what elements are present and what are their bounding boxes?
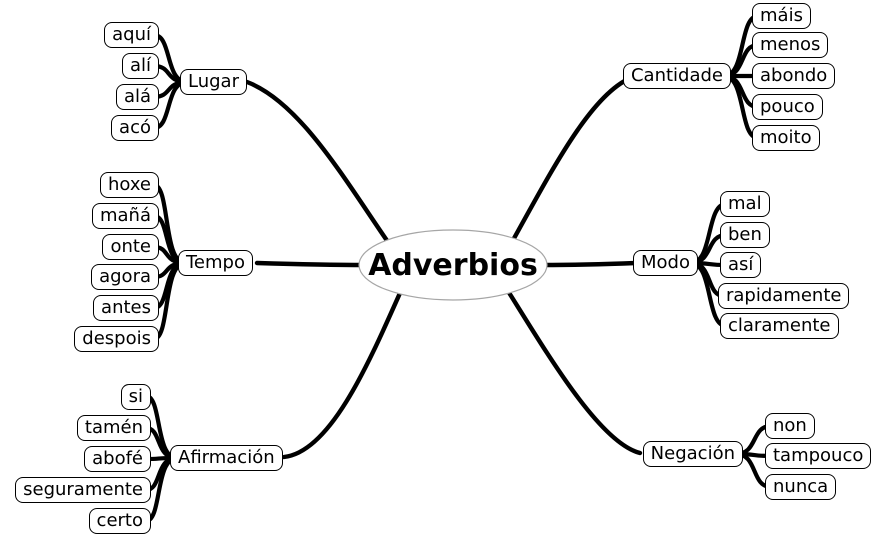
node-claramente[interactable]: claramente bbox=[720, 313, 839, 339]
node-asi[interactable]: así bbox=[720, 252, 762, 278]
node-ala[interactable]: alá bbox=[115, 84, 159, 110]
node-ali[interactable]: alí bbox=[121, 53, 159, 79]
node-despois[interactable]: despois bbox=[74, 326, 159, 352]
node-ben[interactable]: ben bbox=[720, 222, 770, 248]
node-seguramente[interactable]: seguramente bbox=[15, 477, 151, 503]
node-tampouco[interactable]: tampouco bbox=[765, 443, 872, 469]
node-antes[interactable]: antes bbox=[93, 295, 159, 321]
node-abondo[interactable]: abondo bbox=[752, 63, 836, 89]
node-hoxe[interactable]: hoxe bbox=[99, 172, 159, 198]
edge-center-cantidade bbox=[509, 74, 636, 245]
node-tamen[interactable]: tamén bbox=[76, 415, 151, 441]
node-afirmacion[interactable]: Afirmación bbox=[170, 445, 283, 471]
edge-center-afirmacion bbox=[281, 290, 403, 460]
node-certo[interactable]: certo bbox=[88, 508, 151, 534]
node-si[interactable]: si bbox=[120, 384, 151, 410]
edge-center-tempo bbox=[254, 260, 368, 268]
node-non[interactable]: non bbox=[765, 413, 815, 439]
node-rapidamente[interactable]: rapidamente bbox=[718, 283, 850, 309]
node-mais[interactable]: máis bbox=[752, 3, 811, 29]
node-mal[interactable]: mal bbox=[720, 191, 770, 217]
node-negacion[interactable]: Negación bbox=[642, 441, 743, 467]
node-cantidade[interactable]: Cantidade bbox=[622, 63, 731, 89]
node-aco[interactable]: acó bbox=[111, 115, 159, 141]
node-tempo[interactable]: Tempo bbox=[178, 250, 253, 276]
center-node-ellipse[interactable] bbox=[358, 229, 548, 301]
node-pouco[interactable]: pouco bbox=[752, 94, 823, 120]
edge-center-modo bbox=[539, 260, 639, 268]
center-node-label[interactable]: Adverbios bbox=[368, 247, 538, 283]
node-abofe[interactable]: abofé bbox=[84, 446, 151, 472]
node-menos[interactable]: menos bbox=[752, 32, 829, 58]
node-moito[interactable]: moito bbox=[752, 125, 820, 151]
edge-center-negacion bbox=[505, 288, 643, 456]
node-modo[interactable]: Modo bbox=[633, 250, 698, 276]
node-lugar[interactable]: Lugar bbox=[180, 69, 247, 95]
node-agora[interactable]: agora bbox=[91, 264, 159, 290]
node-onte[interactable]: onte bbox=[102, 234, 159, 260]
edge-center-lugar bbox=[244, 79, 393, 248]
node-nunca[interactable]: nunca bbox=[765, 474, 837, 500]
node-mana[interactable]: mañá bbox=[91, 203, 159, 229]
node-aqui[interactable]: aquí bbox=[104, 22, 159, 48]
